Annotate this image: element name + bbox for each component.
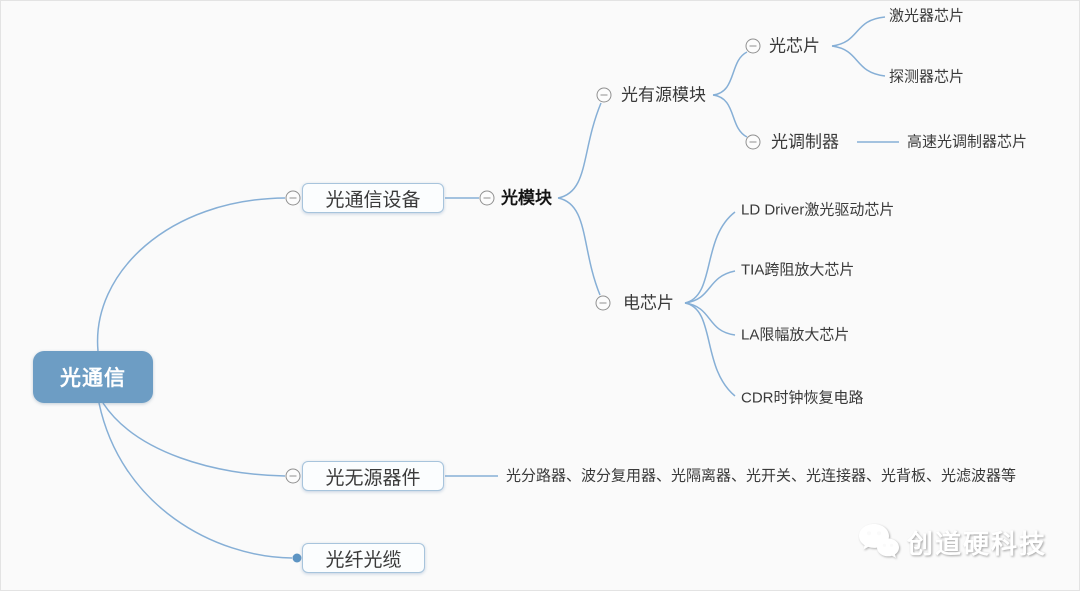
- link-active-modulator: [712, 94, 748, 138]
- link-electric-tia: [684, 270, 736, 304]
- link-opticalchip-detector: [831, 45, 886, 77]
- link-electric-cdr: [684, 302, 736, 397]
- wechat-icon: [859, 524, 899, 558]
- node-device[interactable]: 光通信设备: [302, 183, 444, 213]
- node-active-module[interactable]: 光有源模块: [621, 85, 706, 105]
- node-fiber[interactable]: 光纤光缆: [302, 543, 425, 573]
- node-cdr[interactable]: CDR时钟恢复电路: [741, 389, 864, 407]
- node-root[interactable]: 光通信: [33, 351, 153, 403]
- link-module-active: [557, 102, 602, 199]
- collapse-icon-device[interactable]: [285, 190, 301, 206]
- node-hs-modulator-chip[interactable]: 高速光调制器芯片: [907, 133, 1028, 151]
- link-opticalchip-laser: [831, 16, 886, 47]
- link-electric-ld: [684, 211, 736, 304]
- collapse-icon-passive[interactable]: [285, 468, 301, 484]
- node-device-label: 光通信设备: [325, 189, 421, 211]
- link-root-fiber: [98, 402, 293, 559]
- node-electric-chip[interactable]: 电芯片: [623, 293, 674, 313]
- node-optical-chip[interactable]: 光芯片: [769, 36, 820, 56]
- collapse-icon-modulator[interactable]: [745, 134, 761, 150]
- link-module-electric: [557, 197, 601, 296]
- link-root-passive: [102, 402, 286, 477]
- branch-dot: [292, 553, 302, 563]
- node-tia[interactable]: TIA跨阻放大芯片: [741, 261, 855, 279]
- node-passive-label: 光无源器件: [325, 467, 421, 489]
- node-root-label: 光通信: [60, 367, 126, 390]
- link-electric-la: [684, 302, 736, 336]
- collapse-icon-module[interactable]: [479, 190, 495, 206]
- node-fiber-label: 光纤光缆: [325, 549, 402, 571]
- node-passive[interactable]: 光无源器件: [302, 461, 444, 491]
- node-detector-chip[interactable]: 探测器芯片: [889, 68, 965, 86]
- node-la[interactable]: LA限幅放大芯片: [741, 326, 850, 344]
- watermark-brand-text: 创道硬科技: [907, 528, 1048, 559]
- node-modulator[interactable]: 光调制器: [771, 132, 839, 152]
- node-passive-components[interactable]: 光分路器、波分复用器、光隔离器、光开关、光连接器、光背板、光滤波器等: [506, 467, 1017, 485]
- watermark: 创道硬科技: [857, 521, 1047, 563]
- node-ld-driver[interactable]: LD Driver激光驱动芯片: [741, 201, 895, 219]
- collapse-icon-active-module[interactable]: [596, 87, 612, 103]
- link-active-opticalchip: [712, 51, 748, 96]
- collapse-icon-optical-chip[interactable]: [745, 38, 761, 54]
- node-laser-chip[interactable]: 激光器芯片: [889, 7, 965, 25]
- collapse-icon-electric-chip[interactable]: [595, 295, 611, 311]
- link-root-device: [96, 197, 286, 352]
- node-module[interactable]: 光模块: [501, 188, 552, 208]
